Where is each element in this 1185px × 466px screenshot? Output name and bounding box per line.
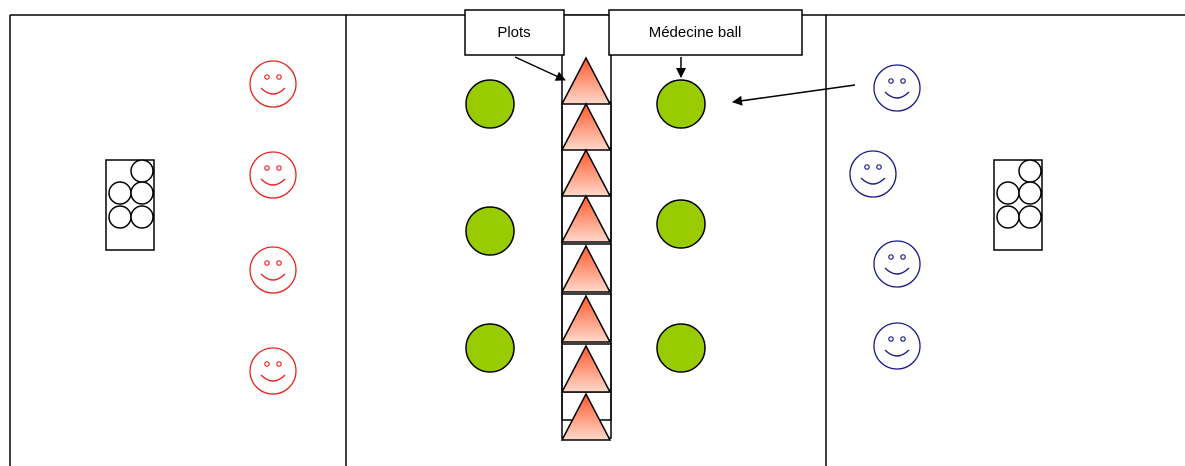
player-smiley-icon [249,347,297,395]
player-smiley-icon [873,64,921,112]
medicine-balls [465,79,706,373]
plots-label: Plots [497,24,530,41]
cone-icon [560,392,612,441]
plots-label-frame [464,9,565,56]
rack-ball-icon [996,181,1020,205]
player-smiley-icon [873,240,921,288]
medicine-ball-icon [465,206,515,256]
arrows [514,56,856,106]
rack-ball-icon [1018,181,1042,205]
medicine-ball-label: Médecine ball [649,24,742,41]
medicine-ball-icon [656,199,706,249]
player-smiley-icon [249,246,297,294]
team-right-players [849,64,921,370]
medicine-ball-label-box: Médecine ball [608,9,803,56]
medicine-ball-icon [465,323,515,373]
rack-ball-icon [130,181,154,205]
rack-ball-icon [996,205,1020,229]
medicine-ball-label-frame [608,9,803,56]
ball-rack-right [993,159,1043,251]
cone-icon [560,294,612,343]
cone-icon [560,344,612,393]
rack-ball-icon [130,205,154,229]
plots-arrow [514,56,566,81]
player-smiley-icon [249,60,297,108]
rack-ball-icon [1018,159,1042,183]
player-smiley-icon [849,150,897,198]
player-smiley-icon [873,322,921,370]
rack-ball-icon [1018,205,1042,229]
medicine-ball-icon [656,323,706,373]
rack-ball-icon [108,181,132,205]
cone-icon [560,244,612,293]
cone-icon [560,194,612,243]
medicine-ball-icon [656,79,706,129]
rack-ball-icon [130,159,154,183]
medicine-ball-icon [465,79,515,129]
player-smiley-icon [249,151,297,199]
ball-rack-left [105,159,155,251]
plots-label-box: Plots [464,9,565,56]
team-left-players [249,60,297,395]
cones [560,56,612,441]
player-to-ball-arrow [732,84,856,106]
rack-ball-icon [108,205,132,229]
